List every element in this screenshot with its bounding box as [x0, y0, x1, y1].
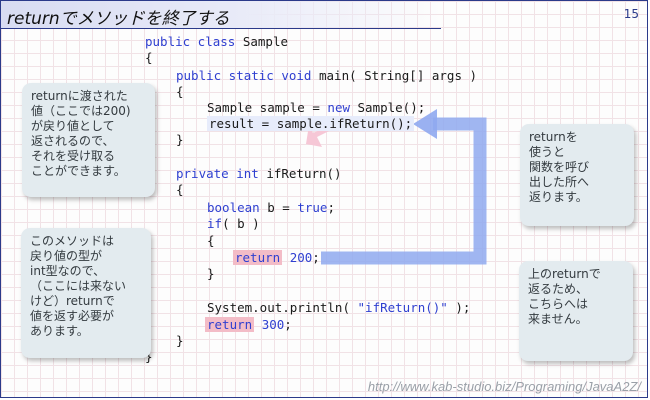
code-line-5: Sample sample = new Sample();: [207, 100, 426, 115]
code-line-15: System.out.println( "ifReturn()" );: [207, 300, 471, 315]
note-return-jump: returnを使うと関数を呼び 出した所へ返ります。: [520, 124, 634, 226]
note-return-value: returnに渡された値（ここでは200)が戻り値として 返されるので、それを受…: [22, 83, 155, 197]
code-line-17: }: [176, 333, 184, 348]
page-title: returnでメソッドを終了する: [7, 9, 230, 29]
code-line-9: {: [176, 182, 184, 197]
title-bar: returnでメソッドを終了する: [1, 1, 441, 29]
code-line-6: result = sample.ifReturn();: [207, 116, 415, 131]
code-line-8: private int ifReturn(): [176, 166, 342, 181]
code-line-10: boolean b = true;: [207, 200, 335, 215]
note-not-reached: 上のreturnで返るため、こちらへは 来ません。: [519, 261, 633, 361]
code-line-14: }: [207, 266, 215, 281]
code-line-11: if( b ): [207, 216, 260, 231]
code-line-13: return 200;: [233, 250, 320, 265]
code-line-2: {: [145, 50, 153, 65]
page-number: 15: [623, 7, 639, 21]
code-line-7: }: [176, 132, 184, 147]
code-line-3: public static void main( String[] args ): [176, 68, 478, 83]
title-underline: [1, 28, 441, 29]
code-line-12: {: [207, 233, 215, 248]
return-path-arrow: [321, 117, 487, 265]
return-300-keyword: return: [205, 317, 255, 332]
return-arrow-head: [413, 109, 437, 139]
source-url: http://www.kab-studio.biz/Programing/Jav…: [367, 379, 641, 394]
code-line-1: public class Sample: [145, 34, 288, 49]
return-200-keyword: return: [233, 250, 283, 265]
code-line-16: return 300;: [205, 317, 292, 332]
code-line-4: {: [176, 84, 184, 99]
code-line-18: }: [145, 349, 153, 364]
